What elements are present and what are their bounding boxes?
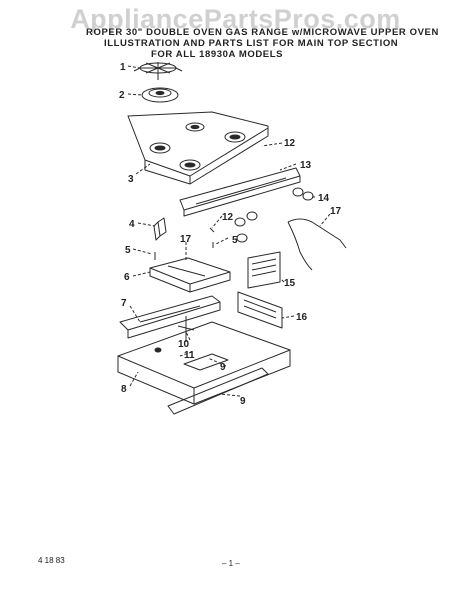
header-line-2: ILLUSTRATION AND PARTS LIST FOR MAIN TOP…	[104, 38, 399, 49]
callout-8: 8	[121, 384, 127, 395]
callout-14: 14	[318, 193, 330, 204]
wire-rod-part	[287, 218, 347, 271]
front-trim-part	[167, 367, 269, 415]
callout-7: 7	[121, 298, 127, 309]
callout-10: 10	[178, 339, 190, 350]
callout-4: 4	[129, 219, 135, 230]
callout-17a: 17	[330, 206, 342, 217]
manifold-rail-part	[119, 295, 221, 342]
screw-parts	[154, 227, 215, 260]
callout-11: 11	[184, 350, 195, 361]
callout-labels: 1 2 3 4 5 5 6 7 8 9 9 10 11 12 12 13 14 …	[119, 62, 342, 407]
control-knobs-part	[234, 187, 314, 243]
bracket-part	[153, 217, 167, 241]
callout-17b: 17	[180, 234, 192, 245]
header-line-1: ROPER 30" DOUBLE OVEN GAS RANGE w/MICROW…	[86, 27, 439, 38]
header-line-3: FOR ALL 18930A MODELS	[151, 49, 284, 60]
callout-12a: 12	[284, 138, 296, 149]
callout-13: 13	[300, 160, 312, 171]
vent-panel-part	[247, 251, 281, 289]
leader-lines	[127, 65, 331, 397]
callout-1: 1	[120, 62, 126, 73]
burner-head-part	[141, 87, 179, 103]
callout-16: 16	[296, 312, 308, 323]
footer-date: 4 18 83	[38, 556, 65, 565]
burner-grate-part	[133, 62, 183, 80]
main-top-panel	[127, 111, 269, 185]
callout-12b: 12	[222, 212, 234, 223]
callout-6: 6	[124, 272, 130, 283]
callout-15: 15	[284, 278, 296, 289]
control-panel-strip	[179, 167, 301, 217]
callout-9a: 9	[240, 396, 246, 407]
callout-9b: 9	[220, 362, 226, 373]
callout-5a: 5	[125, 245, 131, 256]
callout-5b: 5	[232, 235, 238, 246]
lower-panel-part	[237, 291, 283, 329]
watermark: AppliancePartsPros.com	[70, 4, 401, 34]
callout-3: 3	[128, 174, 134, 185]
callout-2: 2	[119, 90, 125, 101]
burner-box-part	[149, 257, 231, 293]
footer-page-number: – 1 –	[222, 559, 240, 568]
